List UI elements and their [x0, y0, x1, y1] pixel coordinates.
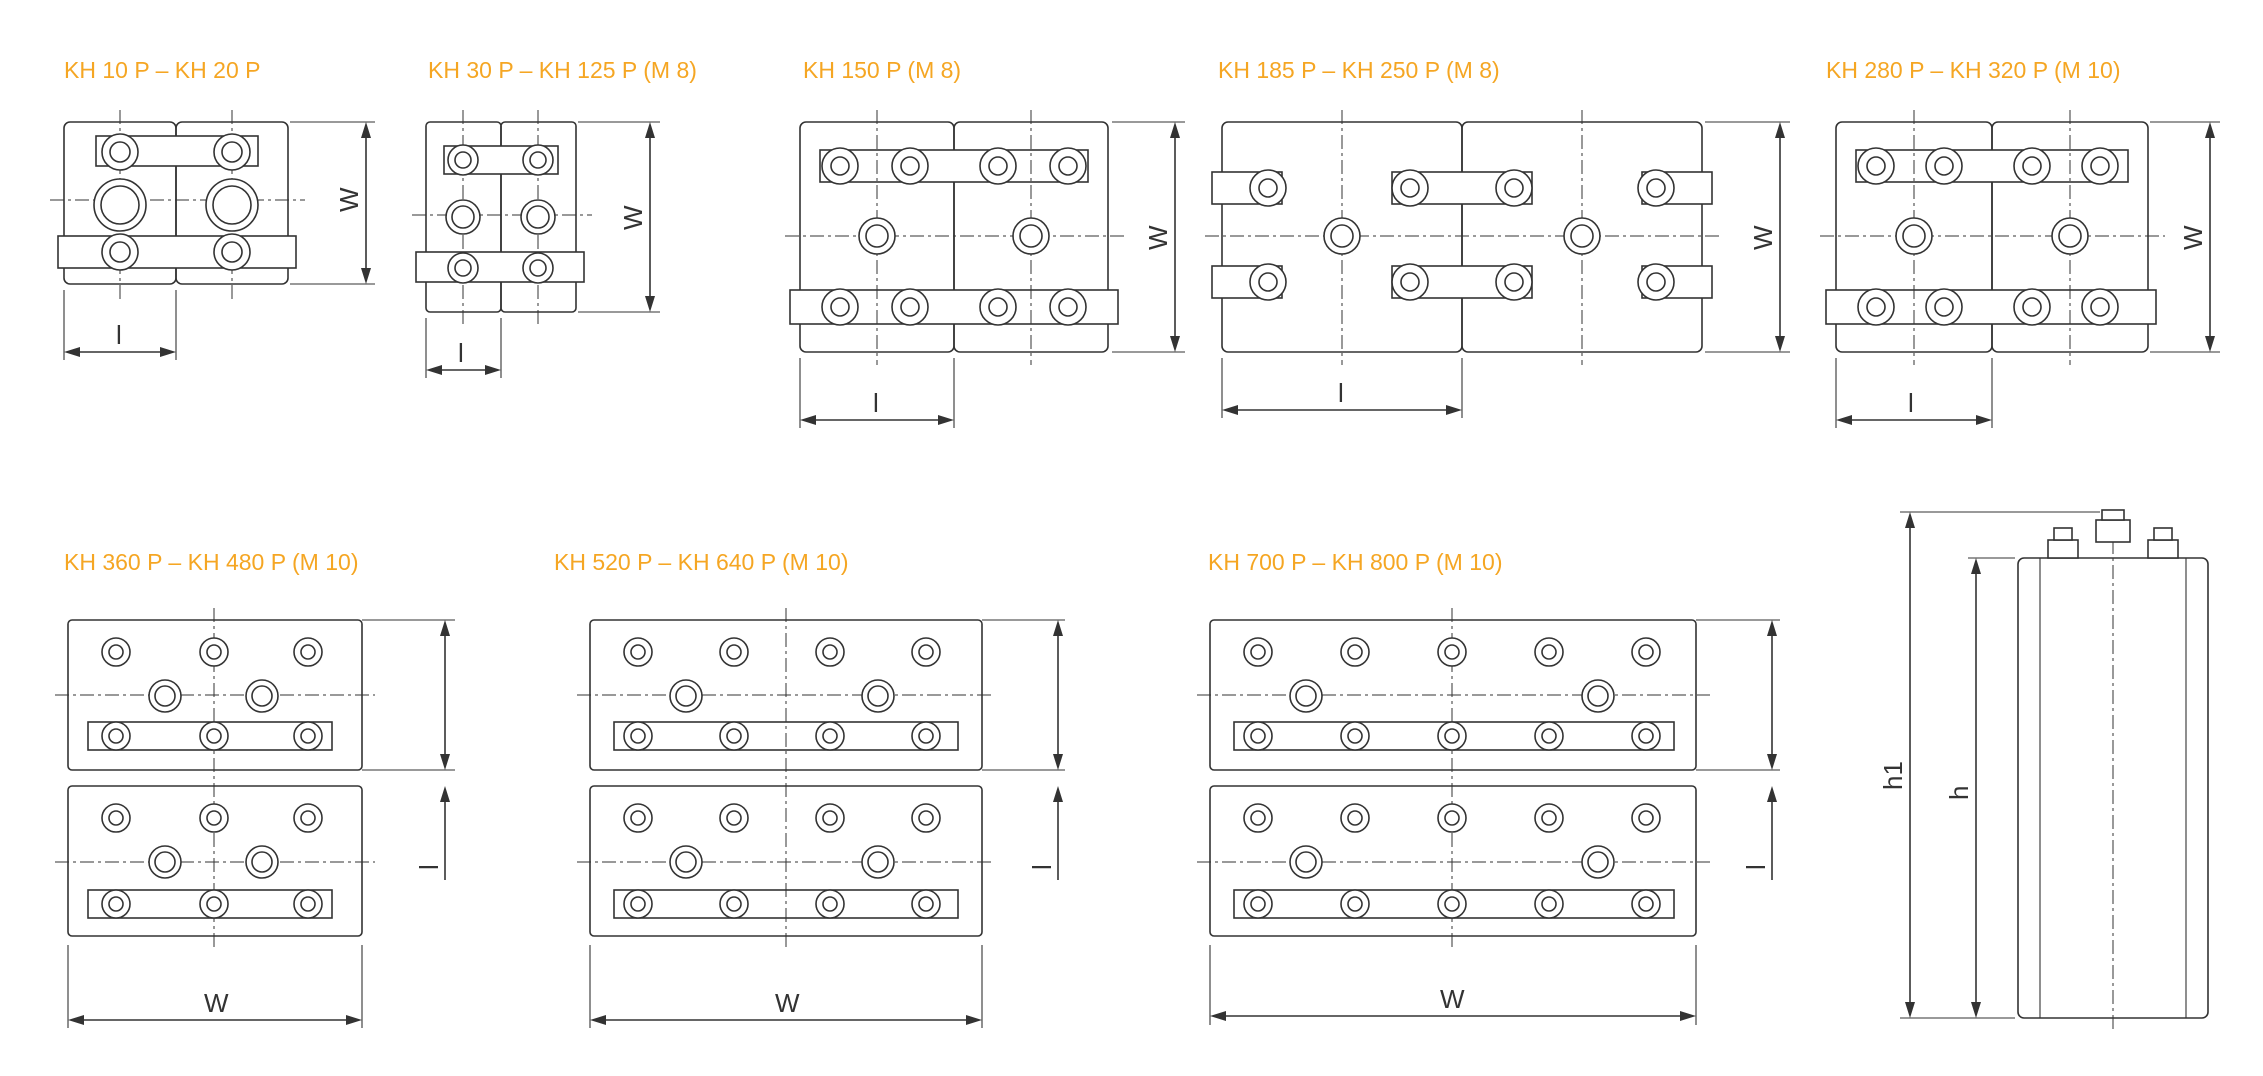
dim-l-kh185: l	[1338, 378, 1344, 408]
dim-l-kh280: l	[1908, 388, 1914, 418]
dim-l-kh360: l	[414, 864, 444, 870]
dim-w-kh150: W	[1143, 225, 1173, 250]
title-kh280-kh320: KH 280 P – KH 320 P (M 10)	[1826, 57, 2120, 83]
dim-w-kh520: W	[775, 988, 800, 1018]
drawing-kh185-kh250: W l	[1205, 110, 1790, 418]
drawing-kh10-kh20: W l	[50, 110, 375, 360]
dim-w-kh185: W	[1748, 225, 1778, 250]
title-kh520-kh640: KH 520 P – KH 640 P (M 10)	[554, 549, 848, 575]
dim-l-kh30: l	[458, 338, 464, 368]
dim-l-kh10: l	[116, 320, 122, 350]
title-kh30-kh125: KH 30 P – KH 125 P (M 8)	[428, 57, 697, 83]
drawing-kh520-kh640: l W	[577, 608, 1065, 1028]
dim-w-kh10: W	[334, 187, 364, 212]
dim-l-kh150: l	[873, 388, 879, 418]
drawing-kh150: W l	[785, 110, 1185, 428]
title-kh185-kh250: KH 185 P – KH 250 P (M 8)	[1218, 57, 1500, 83]
dim-h1: h1	[1878, 761, 1908, 790]
dim-w-kh30: W	[618, 205, 648, 230]
dim-l-kh520: l	[1027, 864, 1057, 870]
title-kh360-kh480: KH 360 P – KH 480 P (M 10)	[64, 549, 358, 575]
title-kh150: KH 150 P (M 8)	[803, 57, 961, 83]
title-kh700-kh800: KH 700 P – KH 800 P (M 10)	[1208, 549, 1502, 575]
drawing-kh700-kh800: l W	[1197, 608, 1780, 1025]
drawing-kh280-kh320: W l	[1820, 110, 2220, 428]
drawing-kh360-kh480: l W	[55, 608, 455, 1028]
title-kh10-kh20: KH 10 P – KH 20 P	[64, 57, 260, 83]
dim-l-kh700: l	[1741, 864, 1771, 870]
dim-w-kh700: W	[1440, 984, 1465, 1014]
dim-w-kh280: W	[2178, 225, 2208, 250]
dim-h: h	[1944, 786, 1974, 800]
dim-w-kh360: W	[204, 988, 229, 1018]
drawing-side-view: h1 h	[1878, 509, 2209, 1030]
drawing-kh30-kh125: W l	[412, 110, 660, 378]
